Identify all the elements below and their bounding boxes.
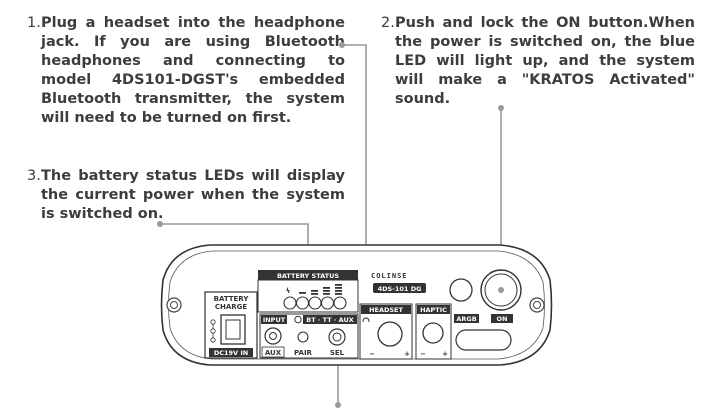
pair-button[interactable] (297, 331, 309, 343)
device-inner-outline (168, 250, 545, 360)
headset-label-bg (361, 305, 411, 314)
model-badge-bg (373, 283, 426, 293)
haptic-minus-label: − (420, 350, 426, 358)
input-label-bg (261, 315, 287, 324)
dc-in-label-bg (209, 348, 253, 357)
battery-led (333, 296, 347, 310)
step-text: The battery status LEDs will display the… (41, 168, 345, 222)
leader-dot (498, 105, 504, 111)
aux-label: AUX (265, 349, 282, 357)
battery-status-label-bg (258, 270, 358, 280)
polarity-icon (210, 319, 216, 343)
headphone-icon (362, 317, 370, 323)
leader-dot (157, 221, 163, 227)
dc-in-label: DC19V IN (214, 349, 248, 357)
sel-label: SEL (330, 349, 345, 357)
step-number: 3. (27, 168, 41, 184)
instruction-step-3: 3. The battery status LEDs will display … (27, 167, 345, 224)
battery-charge-label-2: CHARGE (215, 303, 248, 311)
screw-left (166, 297, 182, 313)
aux-jack[interactable] (264, 327, 282, 345)
on-label-bg (491, 314, 513, 323)
leader-dot (339, 42, 345, 48)
input-modes-label: BT · TT · AUX (306, 316, 354, 324)
headset-minus-label: − (369, 350, 375, 358)
model-badge: 4DS-101 DG (378, 285, 422, 293)
headset-frame (359, 303, 413, 360)
headset-label: HEADSET (369, 306, 403, 314)
instruction-step-2: 2. Push and lock the ON button.When the … (381, 14, 695, 109)
argb-label-bg (454, 314, 479, 323)
headset-volume-knob[interactable] (377, 321, 403, 347)
step-number: 1. (27, 15, 41, 31)
battery-led (295, 296, 310, 310)
input-indicator-led (294, 315, 302, 324)
haptic-plus-label: + (442, 350, 448, 358)
input-modes-label-bg (303, 315, 357, 324)
step-text: Push and lock the ON button.When the pow… (395, 15, 695, 107)
battery-status-frame (257, 279, 359, 313)
leader-dot (335, 402, 341, 408)
haptic-knob[interactable] (422, 322, 444, 344)
on-label: ON (497, 315, 508, 323)
battery-status-leds (283, 296, 347, 310)
battery-led (283, 296, 297, 310)
step-text: Plug a headset into the headphone jack. … (41, 15, 345, 126)
argb-button[interactable] (449, 278, 473, 302)
lightning-icon: ϟ (286, 287, 291, 295)
sel-button[interactable] (328, 328, 346, 346)
haptic-frame (415, 303, 452, 360)
haptic-label-bg (417, 305, 450, 314)
battery-status-label: BATTERY STATUS (277, 272, 339, 280)
argb-label: ARGB (456, 315, 476, 323)
input-label: INPUT (263, 316, 286, 324)
screw-right (529, 297, 545, 313)
argb-led-strip (455, 329, 512, 351)
battery-led (308, 296, 322, 310)
step-number: 2. (381, 15, 395, 31)
instruction-step-1: 1. Plug a headset into the headphone jac… (27, 14, 345, 128)
headset-plus-label: + (404, 350, 410, 358)
battery-led (320, 296, 335, 310)
pair-label: PAIR (294, 349, 313, 357)
battery-level-bars (299, 284, 342, 295)
haptic-label: HAPTIC (420, 306, 447, 314)
input-frame (259, 313, 359, 359)
battery-charge-label-1: BATTERY (214, 295, 250, 303)
dc-in-port-inner (225, 319, 241, 340)
aux-label-bg (261, 346, 285, 358)
brand-logo: COLINSE (371, 272, 408, 280)
